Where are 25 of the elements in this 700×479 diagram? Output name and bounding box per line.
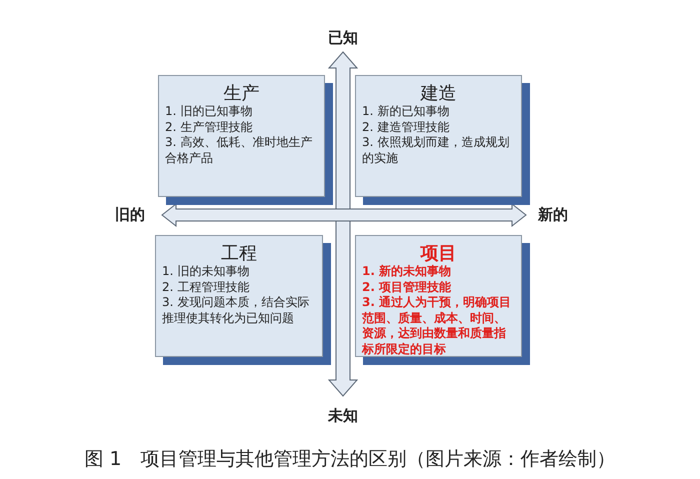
list-item: 2. 项目管理技能 — [362, 280, 452, 295]
list-item: 1. 新的未知事物 — [362, 264, 452, 280]
list-item: 1. 旧的已知事物 — [165, 104, 254, 120]
list-item: 3. 通过人为干预，明确项目范围、质量、成本、时间、资源，达到由数量和质量指标所限定的目标 — [362, 295, 512, 357]
quadrant-box — [355, 75, 522, 197]
quadrant-box — [355, 235, 522, 357]
axis-label: 旧的 — [115, 206, 145, 224]
box-title: 项目 — [419, 243, 458, 264]
axis-label: 未知 — [328, 406, 358, 426]
box-title: 生产 — [222, 83, 260, 104]
quadrant-box — [155, 235, 323, 357]
list-item: 3. 发现问题本质，结合实际推理使其转化为已知问题 — [162, 295, 310, 326]
quadrant-box — [158, 75, 325, 197]
list-item: 3. 高效、低耗、准时地生产合格产品 — [165, 135, 314, 166]
list-item: 1. 旧的未知事物 — [162, 264, 250, 280]
list-item: 2. 生产管理技能 — [165, 120, 254, 135]
list-item: 1. 新的已知事物 — [362, 104, 450, 120]
box-title: 建造 — [419, 83, 458, 104]
axis-label: 新的 — [538, 206, 568, 224]
axis-label: 已知 — [328, 28, 358, 48]
list-item: 2. 建造管理技能 — [362, 120, 450, 135]
box-title: 工程 — [220, 243, 258, 264]
list-item: 3. 依照规划而建，造成规划的实施 — [362, 135, 510, 166]
list-item: 2. 工程管理技能 — [162, 280, 250, 295]
figure-caption: 图 1 项目管理与其他管理方法的区别（图片来源：作者绘制） — [83, 447, 617, 472]
